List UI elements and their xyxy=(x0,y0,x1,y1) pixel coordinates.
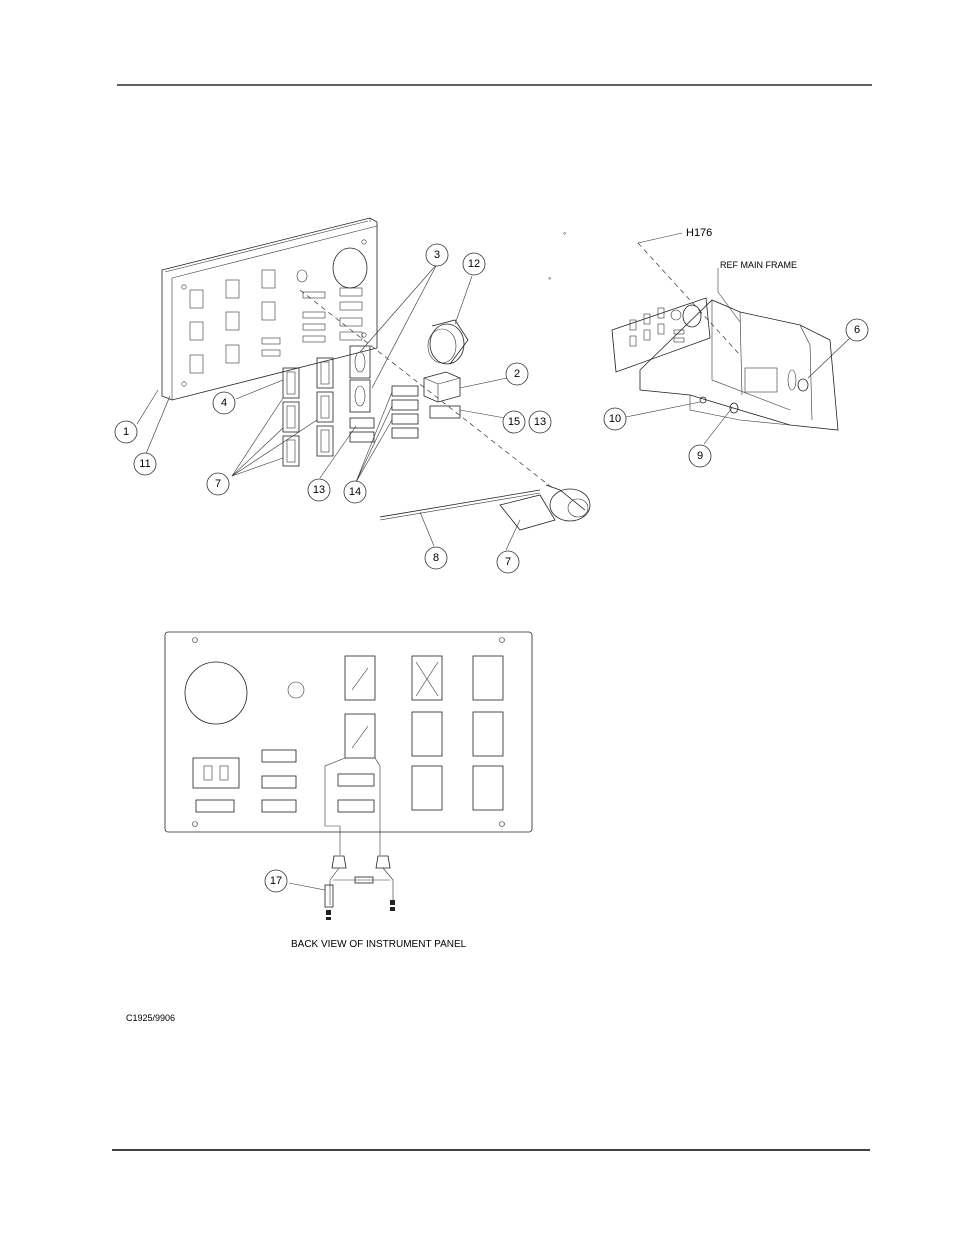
back-switch-column-a xyxy=(337,655,376,813)
leader-lines xyxy=(136,232,851,891)
callout-circle xyxy=(343,480,367,504)
callout-c13b: 13 xyxy=(528,410,552,434)
callout-c4: 4 xyxy=(212,391,236,415)
hour-meter xyxy=(427,319,469,365)
svg-text:◦: ◦ xyxy=(548,273,551,283)
callout-c3: 3 xyxy=(425,243,449,267)
callout-circle xyxy=(502,410,526,434)
callout-circle xyxy=(603,407,627,431)
callout-c6: 6 xyxy=(845,318,869,342)
callout-number: 13 xyxy=(313,484,325,496)
callout-number: 1 xyxy=(123,426,129,438)
callout-circle xyxy=(133,452,157,476)
callout-circle xyxy=(462,252,486,276)
callout-c7b: 7 xyxy=(496,550,520,574)
callout-number: 12 xyxy=(468,258,480,270)
key-switch xyxy=(499,484,591,531)
rocker-switch-group xyxy=(282,357,334,467)
callout-c10: 10 xyxy=(603,407,627,431)
callout-number: 17 xyxy=(270,875,282,887)
back-view-panel xyxy=(164,631,533,920)
callout-circle xyxy=(496,550,520,574)
callout-c15: 15 xyxy=(502,410,526,434)
callout-number: 8 xyxy=(433,552,439,564)
relay-block xyxy=(423,371,461,403)
callout-c7a: 7 xyxy=(206,472,230,496)
callout-number: 6 xyxy=(854,324,860,336)
toggle-switch-group xyxy=(349,345,371,413)
callout-c14: 14 xyxy=(343,480,367,504)
instrument-panel-exploded: ◦ ◦ xyxy=(161,217,591,531)
callout-circle xyxy=(528,410,552,434)
svg-text:◦: ◦ xyxy=(563,228,566,238)
callout-circle xyxy=(212,391,236,415)
label-h176: H176 xyxy=(686,227,712,239)
drawing-number: C1925/9906 xyxy=(126,1013,175,1023)
callout-number: 13 xyxy=(534,416,546,428)
back-switch-column-b xyxy=(411,655,443,811)
callout-circle xyxy=(688,444,712,468)
callout-c8: 8 xyxy=(424,546,448,570)
diode-harness xyxy=(324,855,395,920)
callout-c9: 9 xyxy=(688,444,712,468)
callout-number: 4 xyxy=(221,397,227,409)
callout-c13a: 13 xyxy=(307,478,331,502)
callout-number: 2 xyxy=(514,368,520,380)
back-switch-column-c xyxy=(472,655,504,811)
lamp-holder-group xyxy=(391,385,419,439)
callout-circle xyxy=(264,869,288,893)
callout-circle xyxy=(424,546,448,570)
callout-number: 7 xyxy=(215,478,221,490)
callout-number: 7 xyxy=(505,556,511,568)
callout-circle xyxy=(307,478,331,502)
callout-number: 11 xyxy=(139,458,150,470)
callout-number: 14 xyxy=(349,486,361,498)
callout-c12: 12 xyxy=(462,252,486,276)
callout-number: 15 xyxy=(508,416,520,428)
callout-number: 10 xyxy=(609,413,621,425)
main-frame-assembly xyxy=(611,242,839,431)
callout-circle xyxy=(845,318,869,342)
callout-number: 9 xyxy=(697,450,703,462)
callout-c1: 1 xyxy=(114,420,138,444)
label-back-view: BACK VIEW OF INSTRUMENT PANEL xyxy=(291,939,467,950)
callout-c11: 11 xyxy=(133,452,157,476)
callout-c17: 17 xyxy=(264,869,288,893)
callout-circle xyxy=(206,472,230,496)
label-ref-main-frame: REF MAIN FRAME xyxy=(720,260,797,270)
callout-circle xyxy=(505,362,529,386)
callout-c2: 2 xyxy=(505,362,529,386)
callout-circle xyxy=(114,420,138,444)
callout-number: 3 xyxy=(434,249,440,261)
callout-circle xyxy=(425,243,449,267)
